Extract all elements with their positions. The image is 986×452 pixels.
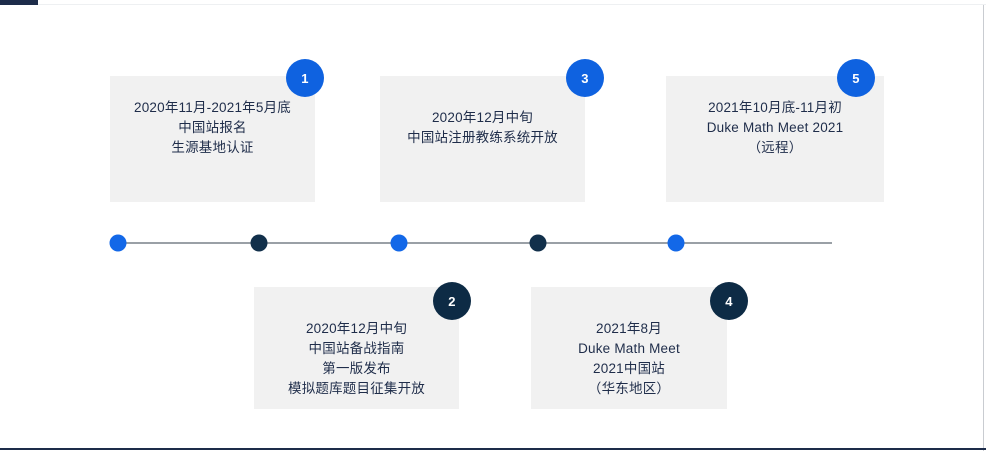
timeline-card-5-tail — [674, 180, 718, 202]
timeline-badge-3[interactable]: 3 — [566, 59, 604, 97]
timeline-badge-4[interactable]: 4 — [710, 282, 748, 320]
timeline-badge-4-label: 4 — [725, 293, 733, 309]
timeline-badge-1[interactable]: 1 — [286, 59, 324, 97]
timeline-card-3-tail — [388, 180, 432, 202]
timeline-badge-1-label: 1 — [301, 70, 309, 86]
timeline-card-4[interactable]: 2021年8月 Duke Math Meet 2021中国站 （华东地区） — [531, 287, 727, 409]
timeline-card-1-body: 2020年11月-2021年5月底 中国站报名 生源基地认证 — [110, 76, 315, 180]
timeline-card-3[interactable]: 2020年12月中旬 中国站注册教练系统开放 — [380, 76, 585, 202]
timeline-axis-line — [118, 242, 832, 244]
top-divider-line — [38, 4, 986, 5]
timeline-dot-3[interactable] — [390, 234, 408, 252]
timeline-card-5-text: 2021年10月底-11月初 Duke Math Meet 2021 （远程） — [706, 100, 844, 155]
timeline-dot-5[interactable] — [667, 234, 685, 252]
top-left-accent-bar — [0, 0, 38, 5]
timeline-badge-5[interactable]: 5 — [837, 59, 875, 97]
timeline-card-4-tail — [539, 287, 583, 309]
timeline-badge-2-label: 2 — [448, 293, 456, 309]
timeline-badge-3-label: 3 — [581, 70, 589, 86]
timeline-card-1-tail — [118, 180, 162, 202]
timeline-card-4-text: 2021年8月 Duke Math Meet 2021中国站 （华东地区） — [578, 320, 680, 396]
timeline-card-2-text: 2020年12月中旬 中国站备战指南 第一版发布 模拟题库题目征集开放 — [288, 320, 425, 396]
timeline-card-3-text: 2020年12月中旬 中国站注册教练系统开放 — [407, 110, 558, 145]
timeline-card-2[interactable]: 2020年12月中旬 中国站备战指南 第一版发布 模拟题库题目征集开放 — [254, 287, 459, 409]
timeline-card-2-body: 2020年12月中旬 中国站备战指南 第一版发布 模拟题库题目征集开放 — [254, 308, 459, 409]
right-edge-line — [983, 5, 984, 452]
timeline-dot-4[interactable] — [529, 234, 547, 252]
timeline-card-4-body: 2021年8月 Duke Math Meet 2021中国站 （华东地区） — [531, 308, 727, 409]
timeline-dot-1[interactable] — [109, 234, 127, 252]
bottom-divider-line — [0, 448, 986, 450]
timeline-badge-2[interactable]: 2 — [433, 282, 471, 320]
timeline-dot-2[interactable] — [250, 234, 268, 252]
timeline-card-1-text: 2020年11月-2021年5月底 中国站报名 生源基地认证 — [134, 100, 291, 155]
timeline-card-1[interactable]: 2020年11月-2021年5月底 中国站报名 生源基地认证 — [110, 76, 315, 202]
timeline-card-2-tail — [262, 287, 306, 309]
timeline-badge-5-label: 5 — [852, 70, 860, 86]
timeline-card-3-body: 2020年12月中旬 中国站注册教练系统开放 — [380, 76, 585, 180]
